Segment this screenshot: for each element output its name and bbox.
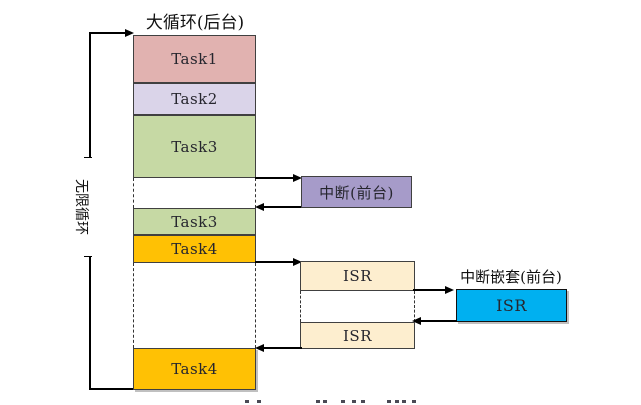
interrupt-box-label: 中断(前台) [319, 183, 394, 202]
nested-isr-box: ISR [456, 289, 567, 322]
stack-gap-interrupt [133, 178, 256, 208]
caption-glyph-top [352, 400, 356, 403]
task3-label: Task3 [171, 137, 218, 156]
loop-tick-top [84, 157, 92, 158]
task3-resume-box: Task3 [133, 208, 256, 235]
loop-tick-bottom [84, 256, 92, 257]
arrow-to-nested-isr-head [445, 286, 454, 294]
isr1-box: ISR [300, 261, 415, 291]
caption-glyph-top [402, 400, 406, 403]
caption-glyph-top [316, 400, 320, 403]
arrow-return-from-nested [420, 320, 457, 322]
isr-gap [300, 291, 415, 322]
isr1-label: ISR [343, 267, 372, 285]
task2-box: Task2 [133, 83, 256, 115]
arrow-return-from-interrupt [263, 206, 301, 208]
cropped-caption-fragment [0, 400, 641, 405]
loop-bottom-line [89, 388, 133, 390]
diagram-title: 大循环(后台) [145, 13, 245, 33]
caption-glyph-top [395, 400, 399, 403]
caption-glyph-top [323, 400, 327, 403]
task1-box: Task1 [133, 35, 256, 83]
interrupt-box: 中断(前台) [301, 176, 412, 208]
task4-label: Task4 [171, 240, 218, 258]
caption-glyph-top [412, 400, 416, 403]
task4-box: Task4 [133, 235, 256, 263]
arrow-return-from-nested-head [412, 317, 421, 325]
isr2-label: ISR [343, 326, 372, 345]
loop-left-line-upper [89, 32, 91, 157]
caption-glyph-top [245, 400, 249, 403]
arrow-to-isr1 [255, 261, 294, 263]
loop-left-line-lower [89, 256, 91, 390]
nested-interrupt-label: 中断嵌套(前台) [460, 268, 562, 286]
arrow-to-isr1-head [293, 258, 302, 266]
isr2-box: ISR [300, 322, 415, 349]
caption-glyph-top [361, 400, 365, 403]
stack-gap-isr [133, 263, 256, 348]
arrow-to-interrupt [255, 177, 294, 179]
task4-resume-box: Task4 [133, 348, 256, 390]
caption-glyph-top [387, 400, 391, 403]
task1-label: Task1 [171, 50, 218, 68]
caption-glyph-top [341, 400, 345, 403]
loop-top-line [89, 32, 127, 34]
arrow-return-to-task4 [263, 347, 302, 349]
task4-resume-label: Task4 [171, 360, 218, 378]
caption-glyph-top [257, 400, 261, 403]
task3-box: Task3 [133, 115, 256, 178]
task2-label: Task2 [171, 90, 218, 108]
arrow-return-to-task4-head [255, 344, 264, 352]
arrow-to-interrupt-head [293, 174, 302, 182]
arrow-to-nested-isr [413, 289, 446, 291]
infinite-loop-label: 无限循环 [73, 179, 89, 235]
loop-entry-arrowhead [125, 29, 134, 37]
task3-resume-label: Task3 [171, 212, 218, 231]
nested-isr-label: ISR [496, 296, 527, 315]
arrow-return-from-interrupt-head [255, 203, 264, 211]
